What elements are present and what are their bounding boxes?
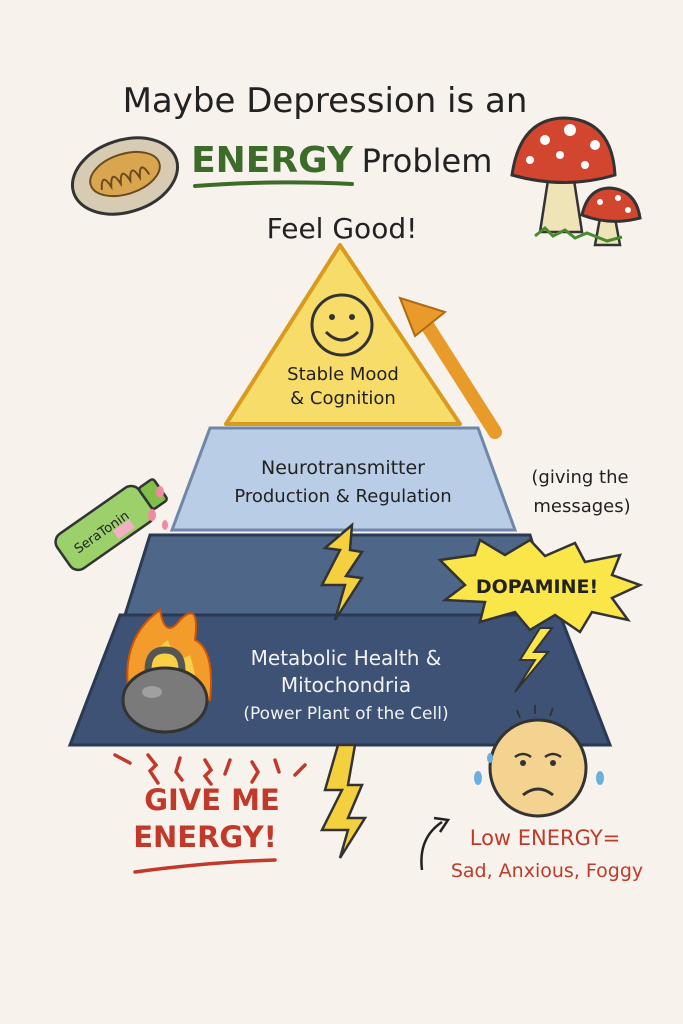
energy-sparks-icon [113,753,307,786]
dopamine-burst: DOPAMINE! [437,538,644,693]
middle-note-line2: messages) [533,496,630,517]
middle-label-line2: Production & Regulation [234,486,451,507]
middle-note-line1: (giving the [531,467,628,488]
top-label-line2: & Cognition [290,388,396,409]
droplets-icon [148,486,168,530]
give-me-energy-line2: ENERGY! [133,820,277,854]
title-problem: Problem [362,142,493,180]
base-label-line1: Metabolic Health & [251,646,442,670]
curved-arrow-icon [420,820,443,871]
lightning-bolt-down-icon [319,743,368,859]
sad-face-icon [474,705,604,818]
curved-arrow-head-icon [433,816,451,833]
title-energy: ENERGY [191,140,354,181]
low-energy-line1: Low ENERGY= [470,826,621,850]
pyramid-middle-layer [169,426,518,532]
feel-good-label: Feel Good! [267,212,418,245]
title-underline [193,180,354,188]
mushrooms-icon [510,116,642,247]
title-line1: Maybe Depression is an [123,81,528,121]
top-label-line1: Stable Mood [287,364,399,385]
give-me-energy-line1: GIVE ME [144,783,280,817]
mitochondrion-icon [70,136,180,216]
base-label-line2: Mitochondria [281,673,411,697]
middle-label-line1: Neurotransmitter [261,457,425,479]
smiley-face-icon [310,293,374,357]
kettlebell-flames-icon [121,608,212,734]
dopamine-label: DOPAMINE! [476,576,598,598]
give-me-underline [133,858,277,874]
low-energy-line2: Sad, Anxious, Foggy [451,860,643,882]
lightning-bolt-icon [319,522,365,621]
base-label-line3: (Power Plant of the Cell) [243,704,448,724]
upward-arrow-icon [398,296,502,439]
